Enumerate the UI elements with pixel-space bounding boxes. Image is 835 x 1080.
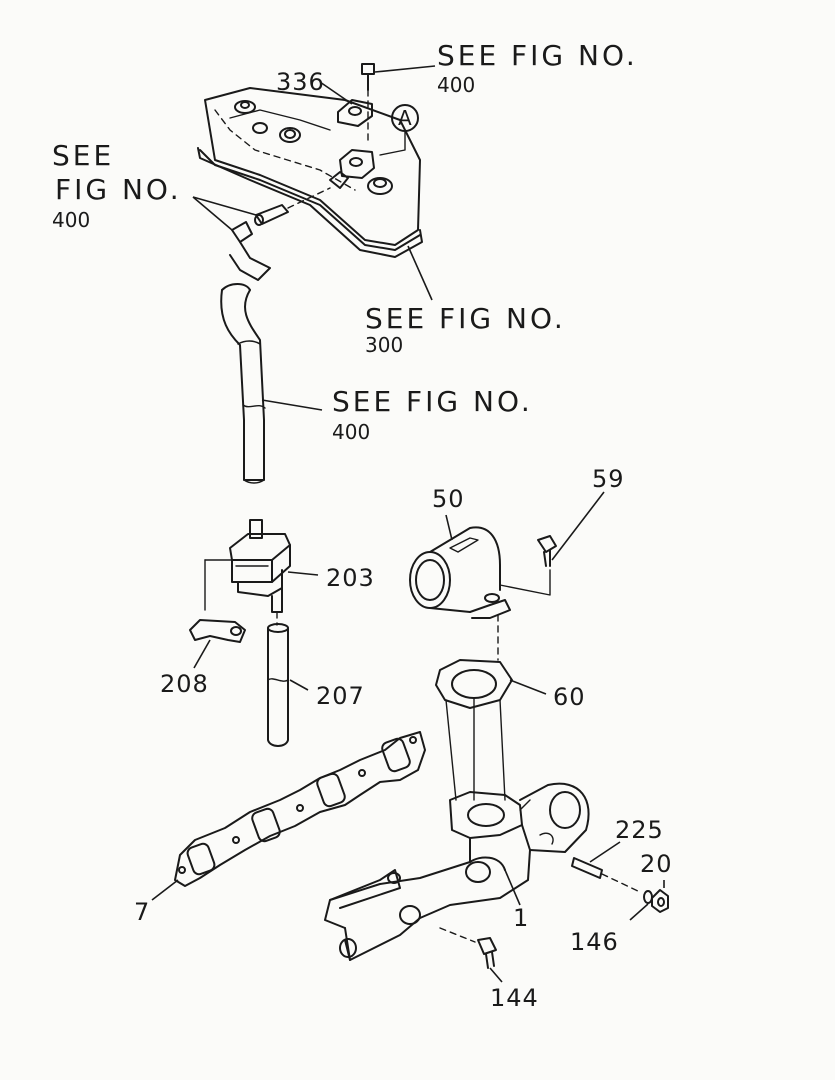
part-number-60: 60 [553,683,586,711]
breather-hose [220,241,271,484]
part-number-59: 59 [592,465,625,493]
part-1-manifold [324,782,590,961]
part-number-144: 144 [490,984,539,1012]
part-number-146: 146 [570,928,619,956]
see-fig-number-hose: 400 [332,420,371,444]
part-203-separator [229,519,291,613]
part-225-stud [571,857,641,893]
breather-fitting [231,187,331,243]
part-59-bolt [499,535,557,596]
part-number-208: 208 [160,670,209,698]
part-number-1: 1 [513,904,530,932]
see-fig-label-top: SEE FIG NO. [437,39,638,72]
part-144-bolt [439,927,497,969]
part-207-hose [267,611,289,747]
part-7-manifold-gasket [174,731,426,887]
see-fig-number-cover: 300 [365,333,404,357]
part-number-203: 203 [326,564,375,592]
part-number-207: 207 [316,682,365,710]
part-336-cap [337,99,373,127]
see-fig-number-left: 400 [52,208,91,232]
see-fig-number-top: 400 [437,73,476,97]
leader-lines [151,65,665,983]
top-bolt [361,63,375,146]
part-number-336: 336 [276,68,325,96]
part-number-50: 50 [432,485,465,513]
see-fig-label-left-line1: SEE [52,139,115,172]
part-number-7: 7 [134,898,151,926]
see-fig-label-left-line2: FIG NO. [55,173,182,206]
part-146-washer [643,890,653,904]
see-fig-label-hose: SEE FIG NO. [332,385,533,418]
detail-marker-label: A [398,106,412,130]
part-number-20: 20 [640,850,673,878]
rocker-cover [197,87,423,258]
assembly-guide-lines [445,697,506,801]
detail-marker-circle [379,104,419,156]
part-60-gasket [435,614,513,709]
part-number-225: 225 [615,816,664,844]
see-fig-label-cover: SEE FIG NO. [365,302,566,335]
part-208-bracket [189,559,246,643]
part-20-nut [651,889,669,913]
part-50-water-outlet [409,526,511,619]
